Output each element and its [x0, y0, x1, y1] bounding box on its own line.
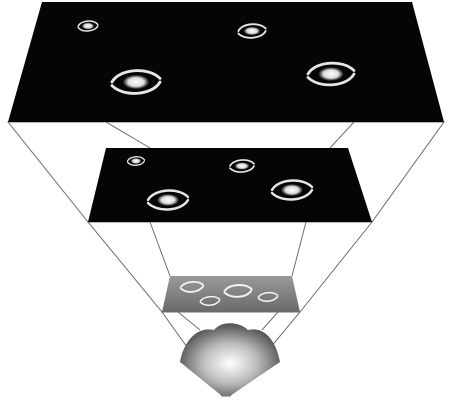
bottom-glow [180, 323, 280, 396]
lower-middle-slab [162, 276, 300, 312]
top-slab [8, 2, 444, 122]
upper-middle-slab [88, 148, 372, 222]
